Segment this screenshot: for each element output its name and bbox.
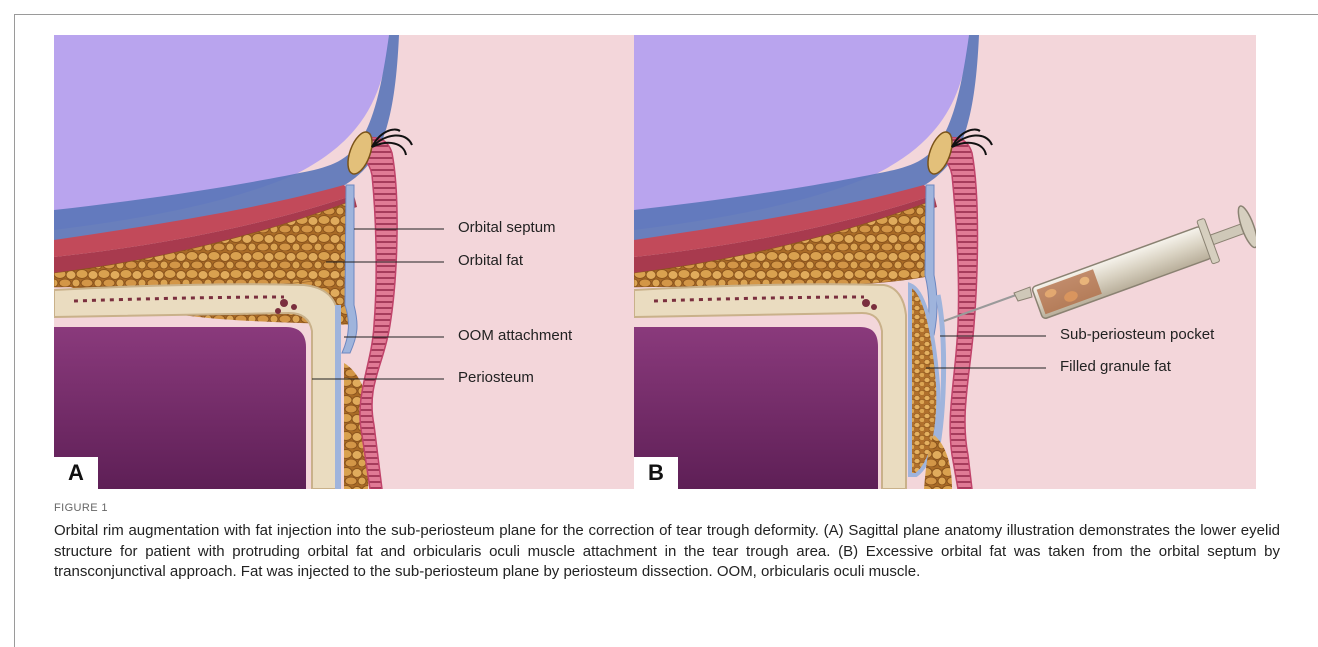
panel-b-letter-box: B (634, 457, 678, 489)
label-filled-granule-fat: Filled granule fat (1060, 358, 1171, 375)
panel-b-illustration: Sub-periosteum pocket Filled granule fat… (634, 35, 1256, 489)
figure-caption: Orbital rim augmentation with fat inject… (54, 521, 1280, 583)
eyelid-anatomy-illustration-a (54, 35, 676, 489)
panel-b-letter: B (648, 460, 664, 486)
label-orbital-septum: Orbital septum (458, 219, 556, 236)
label-sub-periosteum-pocket: Sub-periosteum pocket (1060, 326, 1214, 343)
panel-a-letter: A (68, 460, 84, 486)
label-orbital-fat: Orbital fat (458, 252, 523, 269)
figure-label: FIGURE 1 (54, 502, 108, 514)
label-periosteum: Periosteum (458, 369, 534, 386)
caption-ref-b: B (843, 543, 853, 560)
caption-ref-a: A (829, 522, 839, 539)
panel-a-illustration: Orbital septum Orbital fat OOM attachmen… (54, 35, 676, 489)
caption-text-1: Orbital rim augmentation with fat inject… (54, 522, 829, 539)
eyelid-anatomy-illustration-b (634, 35, 1256, 489)
label-oom-attachment: OOM attachment (458, 327, 572, 344)
panel-a-letter-box: A (54, 457, 98, 489)
